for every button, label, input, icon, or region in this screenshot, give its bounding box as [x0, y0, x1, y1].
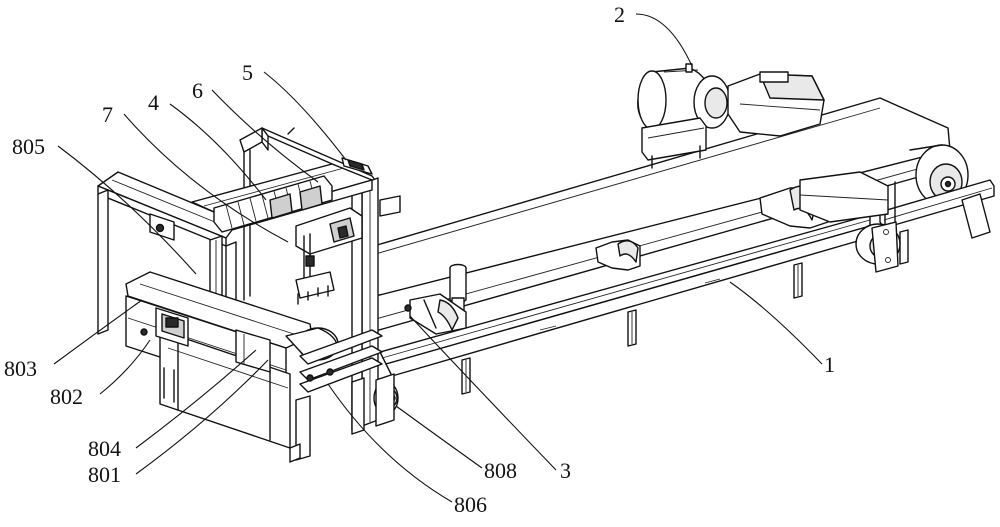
leader-lines: [53, 13, 823, 503]
label-801: 801: [88, 462, 121, 487]
part-labels: 2 5 6 4 7 805 803 802 804 801 1 808 3 80…: [4, 2, 835, 517]
label-803: 803: [4, 356, 37, 381]
label-808: 808: [484, 458, 517, 483]
label-1: 1: [824, 352, 835, 377]
label-2: 2: [614, 2, 625, 27]
drive-motor-assembly: [637, 63, 825, 169]
drag-chain: [213, 175, 333, 233]
label-5: 5: [242, 60, 253, 85]
label-7: 7: [102, 102, 113, 127]
tail-pulley-bearing: [855, 221, 901, 273]
label-802: 802: [50, 384, 83, 409]
belt-guide-rollers: [595, 171, 889, 271]
label-806: 806: [454, 492, 487, 517]
feeder-station: [404, 263, 467, 335]
label-805: 805: [12, 134, 45, 159]
gripper-actuator: [295, 207, 363, 305]
label-3: 3: [560, 458, 571, 483]
lower-conveyor: [125, 271, 339, 449]
label-804: 804: [88, 436, 121, 461]
label-6: 6: [192, 78, 203, 103]
lower-transfer-rail: [295, 329, 399, 461]
label-4: 4: [148, 90, 159, 115]
floor-frame: [163, 367, 301, 463]
